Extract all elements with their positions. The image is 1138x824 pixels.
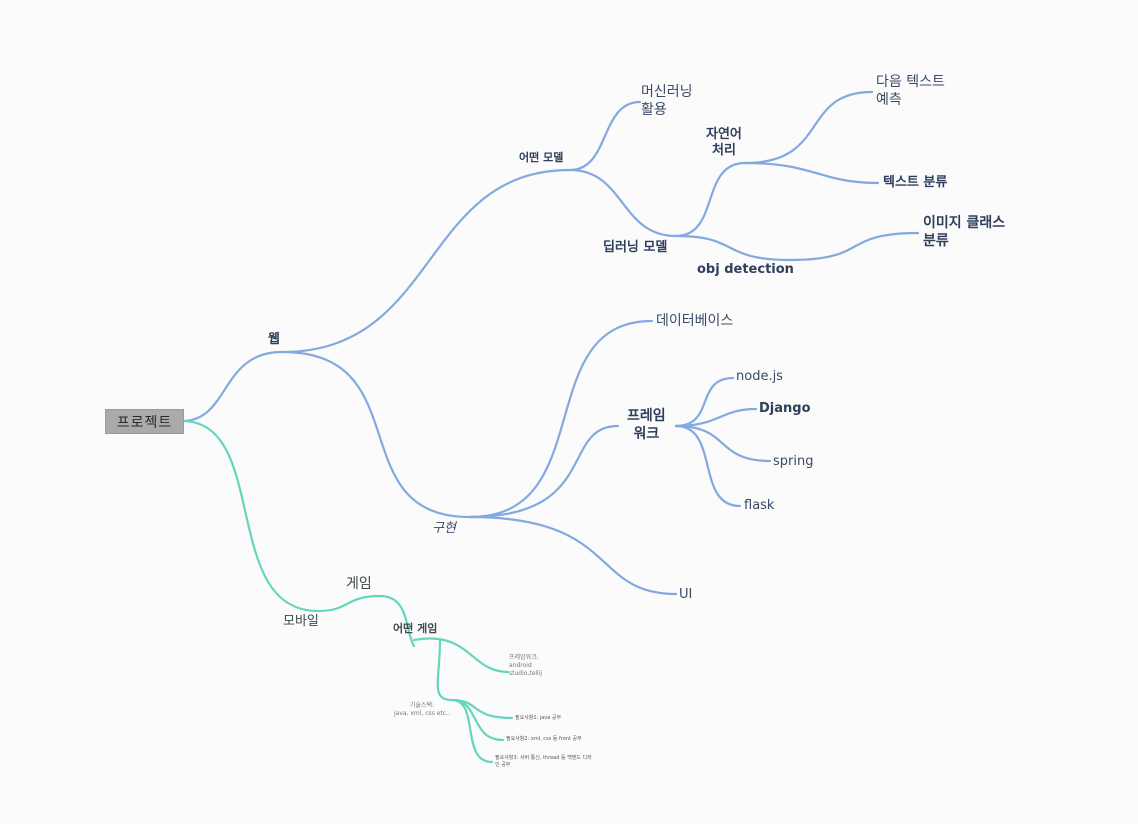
node-mobile[interactable]: 모바일 bbox=[283, 614, 319, 629]
edge-web-model bbox=[280, 168, 572, 354]
node-game[interactable]: 게임 bbox=[346, 576, 372, 592]
edge-dl-obj bbox=[674, 234, 792, 262]
edge-root-web bbox=[180, 350, 284, 423]
node-nlp[interactable]: 자연어 처리 bbox=[706, 127, 742, 159]
edge-fw-node bbox=[674, 376, 735, 428]
node-need-2[interactable]: 필요사항2: xml, css 등 front 공부 bbox=[506, 736, 582, 742]
edge-impl-db bbox=[468, 319, 654, 519]
node-ml[interactable]: 머신러닝 활용 bbox=[641, 84, 693, 118]
edge-model-dl bbox=[568, 168, 678, 238]
edge-fw-spring bbox=[674, 424, 772, 463]
edge-web-impl bbox=[280, 350, 472, 519]
node-text-cls[interactable]: 텍스트 분류 bbox=[883, 175, 948, 190]
edge-root-mobile bbox=[180, 419, 320, 613]
node-flask[interactable]: flask bbox=[744, 498, 775, 513]
edge-fw-django bbox=[674, 407, 758, 428]
node-img-cls[interactable]: 이미지 클래스 분류 bbox=[923, 215, 1006, 249]
root-node[interactable]: 프로젝트 bbox=[105, 409, 184, 434]
node-web[interactable]: 웹 bbox=[268, 332, 280, 347]
node-need-3[interactable]: 필요사항3: 서버 통신, thread 등 백엔드 디자 인 공부 bbox=[495, 755, 592, 768]
node-dl-model[interactable]: 딥러닝 모델 bbox=[603, 240, 668, 255]
node-next-text[interactable]: 다음 텍스트 예측 bbox=[876, 74, 945, 108]
node-which-game[interactable]: 어떤 게임 bbox=[393, 622, 438, 635]
edge-dl-nlp bbox=[674, 161, 747, 238]
edge-impl-fw bbox=[468, 424, 620, 519]
edge-obj-img bbox=[788, 231, 920, 262]
node-framework[interactable]: 프레임 워크 bbox=[627, 408, 666, 442]
edge-game-which bbox=[378, 594, 416, 648]
node-ui[interactable]: UI bbox=[679, 587, 693, 602]
node-nodejs[interactable]: node.js bbox=[736, 369, 783, 384]
edge-model-ml bbox=[568, 100, 642, 172]
edge-impl-ui bbox=[468, 515, 678, 596]
node-django[interactable]: Django bbox=[759, 401, 811, 416]
edge-fw-flask bbox=[674, 424, 742, 508]
node-need-1[interactable]: 필요사항1: java 공부 bbox=[515, 715, 562, 721]
edge-nlp-next bbox=[743, 90, 874, 165]
node-which-model[interactable]: 어떤 모델 bbox=[519, 151, 564, 164]
node-obj-detection[interactable]: obj detection bbox=[697, 262, 794, 277]
node-game-stack[interactable]: 기술스택: java, xml, css etc.. bbox=[394, 702, 450, 717]
node-database[interactable]: 데이터베이스 bbox=[656, 313, 734, 329]
edge-which-fw bbox=[412, 637, 510, 674]
edge-stack-n3 bbox=[450, 698, 494, 764]
edge-which-stack bbox=[436, 638, 454, 702]
node-game-framework[interactable]: 프레임워크: android studio,tellij bbox=[509, 654, 543, 677]
edge-stack-n2 bbox=[450, 698, 505, 742]
node-spring[interactable]: spring bbox=[773, 454, 814, 469]
edge-nlp-textcls bbox=[743, 161, 880, 185]
node-impl[interactable]: 구현 bbox=[432, 521, 456, 536]
edge-mobile-game bbox=[316, 594, 382, 613]
